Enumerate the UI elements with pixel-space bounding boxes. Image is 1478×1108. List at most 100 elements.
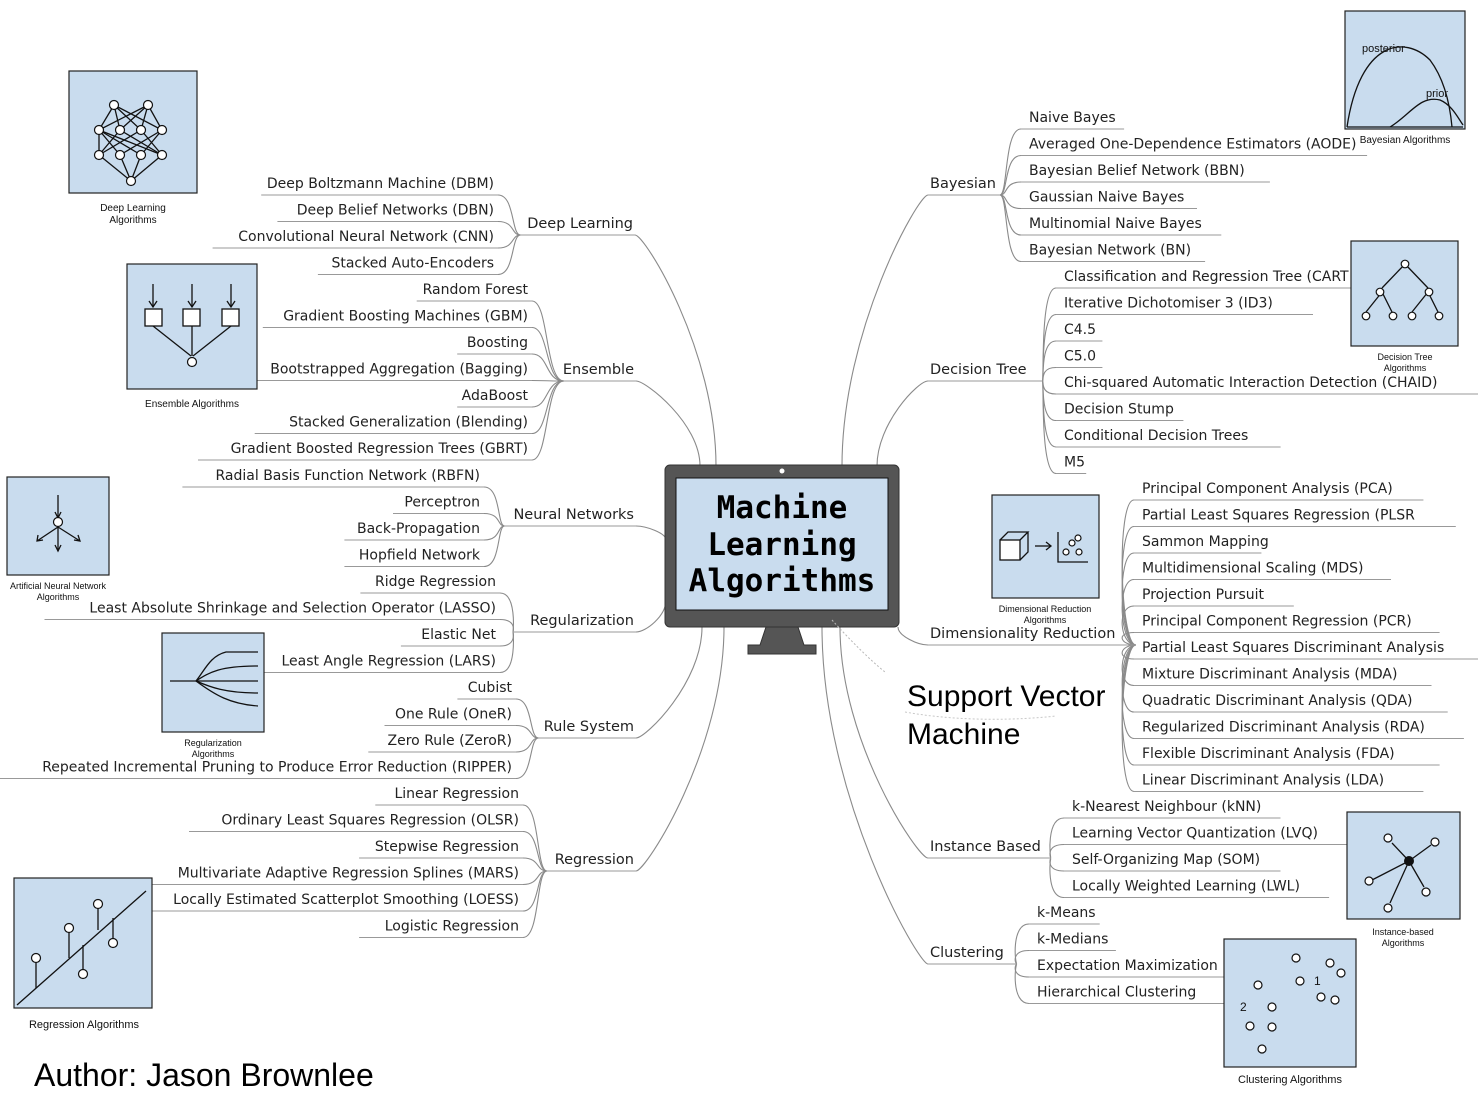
clustering-icon: 1 2 Clustering Algorithms [1223,938,1357,1086]
leaf-connector [1014,923,1030,965]
leaf-gradient-boosting-machines-gbm: Gradient Boosting Machines (GBM) [283,309,528,325]
leaf-connector [483,486,505,527]
leaf-partial-least-squares-regression-plsr: Partial Least Squares Regression (PLSR [1142,508,1415,524]
leaf-principal-component-analysis-pca: Principal Component Analysis (PCA) [1142,481,1393,497]
leaf-back-propagation: Back-Propagation [357,521,480,537]
author-credit: Author: Jason Brownlee [34,1057,374,1093]
leaf-gradient-boosted-regression-trees-gbrt: Gradient Boosted Regression Trees (GBRT) [231,441,528,457]
leaf-multinomial-naive-bayes: Multinomial Naive Bayes [1029,216,1202,232]
deep-learning-caption-2: Algorithms [109,215,156,226]
leaf-connector [497,220,521,236]
leaf-linear-discriminant-analysis-lda: Linear Discriminant Analysis (LDA) [1142,773,1384,789]
leaf-boosting: Boosting [467,335,528,351]
leaf-connector [1014,963,1030,1005]
branch-connector [841,194,929,467]
leaf-stacked-auto-encoders: Stacked Auto-Encoders [331,256,494,272]
branch-connector [634,234,717,467]
leaf-m5: M5 [1064,455,1085,471]
leaf-connector [1041,380,1057,395]
leaf-connector [1121,552,1137,646]
leaf-connector [522,857,548,872]
leaf-connector [497,194,521,236]
leaf-learning-vector-quantization-lvq: Learning Vector Quantization (LVQ) [1072,826,1318,842]
leaf-classification-and-regression-tree-cart: Classification and Regression Tree (CART [1064,269,1349,285]
leaf-sammon-mapping: Sammon Mapping [1142,534,1269,550]
leaf-k-means: k-Means [1037,905,1096,921]
leaf-connector [531,380,565,435]
instance-based-caption-2: Algorithms [1382,938,1425,948]
regression-icon: Regression Algorithms [13,877,153,1031]
neural-network-icon: Artificial Neural Network Algorithms [6,476,110,602]
branch-connector [635,626,725,872]
leaf-connector [499,631,514,647]
title-line-3: Algorithms [689,563,876,599]
leaf-gaussian-naive-bayes: Gaussian Naive Bayes [1029,190,1184,206]
leaf-connector [522,870,548,939]
leaf-bootstrapped-aggregation-bagging: Bootstrapped Aggregation (Bagging) [270,362,528,378]
leaf-one-rule-oner: One Rule (OneR) [395,707,512,723]
leaf-connector [1049,857,1065,899]
leaf-k-medians: k-Medians [1037,932,1108,948]
leaf-bayesian-belief-network-bbn: Bayesian Belief Network (BBN) [1029,163,1245,179]
regression-caption: Regression Algorithms [29,1019,140,1031]
decision-tree-caption-2: Algorithms [1384,363,1427,373]
leaf-bayesian-network-bn: Bayesian Network (BN) [1029,243,1191,259]
branch-connector [821,626,929,965]
leaf-projection-pursuit: Projection Pursuit [1142,587,1265,603]
leaf-multidimensional-scaling-mds: Multidimensional Scaling (MDS) [1142,561,1363,577]
leaf-connector [515,737,539,780]
category-dimensionality-reduction: Dimensionality Reduction [930,626,1115,642]
decision-tree-icon: Decision Tree Algorithms [1350,240,1459,373]
leaf-logistic-regression: Logistic Regression [385,919,519,935]
leaf-naive-bayes: Naive Bayes [1029,110,1116,126]
leaf-partial-least-squares-discriminant-analysis: Partial Least Squares Discriminant Analy… [1142,640,1444,656]
leaf-quadratic-discriminant-analysis-qda: Quadratic Discriminant Analysis (QDA) [1142,693,1413,709]
deep-learning-icon: Deep Learning Algorithms [68,70,198,226]
leaf-c4-5: C4.5 [1064,322,1096,338]
leaf-connector [1121,605,1137,646]
leaf-iterative-dichotomiser-3-id3: Iterative Dichotomiser 3 (ID3) [1064,296,1273,312]
leaf-connector [499,592,514,633]
svm-label-line-2: Machine [907,718,1020,751]
leaf-self-organizing-map-som: Self-Organizing Map (SOM) [1072,852,1260,868]
leaf-connector [531,353,565,382]
branch-connector [897,626,929,646]
leaf-locally-estimated-scatterplot-smoothing-loess: Locally Estimated Scatterplot Smoothing … [173,892,519,908]
leaf-principal-component-regression-pcr: Principal Component Regression (PCR) [1142,614,1412,630]
instance-based-caption-1: Instance-based [1372,927,1434,937]
title-line-2: Learning [707,527,856,563]
leaf-mixture-discriminant-analysis-mda: Mixture Discriminant Analysis (MDA) [1142,667,1397,683]
leaf-connector [999,154,1022,196]
leaf-linear-regression: Linear Regression [394,786,519,802]
clustering-caption: Clustering Algorithms [1238,1074,1342,1086]
category-regularization: Regularization [530,613,634,629]
leaf-connector [1041,380,1057,475]
category-regression: Regression [555,852,634,868]
bayesian-posterior-label: posterior [1362,43,1405,55]
bayesian-prior-label: prior [1426,88,1448,100]
leaf-decision-stump: Decision Stump [1064,402,1174,418]
category-deep-learning: Deep Learning [527,216,633,232]
neural-network-caption-2: Algorithms [37,592,80,602]
leaf-conditional-decision-trees: Conditional Decision Trees [1064,428,1248,444]
leaf-convolutional-neural-network-cnn: Convolutional Neural Network (CNN) [238,229,494,245]
leaf-chi-squared-automatic-interaction-detection-chaid: Chi-squared Automatic Interaction Detect… [1064,375,1437,391]
leaf-hierarchical-clustering: Hierarchical Clustering [1037,985,1196,1001]
leaf-connector [531,300,565,382]
leaf-connector [499,618,514,633]
leaf-connector [515,698,539,739]
leaf-connector [1041,366,1057,382]
leaf-repeated-incremental-pruning-to-produce-error-reduction-ripper: Repeated Incremental Pruning to Produce … [42,760,512,776]
leaf-flexible-discriminant-analysis-fda: Flexible Discriminant Analysis (FDA) [1142,746,1395,762]
leaf-connector [522,830,548,872]
branch-connector [876,380,929,467]
leaf-cubist: Cubist [468,680,513,696]
leaf-connector [531,326,565,382]
leaf-elastic-net: Elastic Net [421,627,496,643]
title-line-1: Machine [717,490,848,526]
instance-based-icon: Instance-based Algorithms [1346,811,1461,948]
leaf-stepwise-regression: Stepwise Regression [375,839,519,855]
leaf-expectation-maximization: Expectation Maximization [1037,958,1218,974]
leaf-zero-rule-zeror: Zero Rule (ZeroR) [388,733,512,749]
